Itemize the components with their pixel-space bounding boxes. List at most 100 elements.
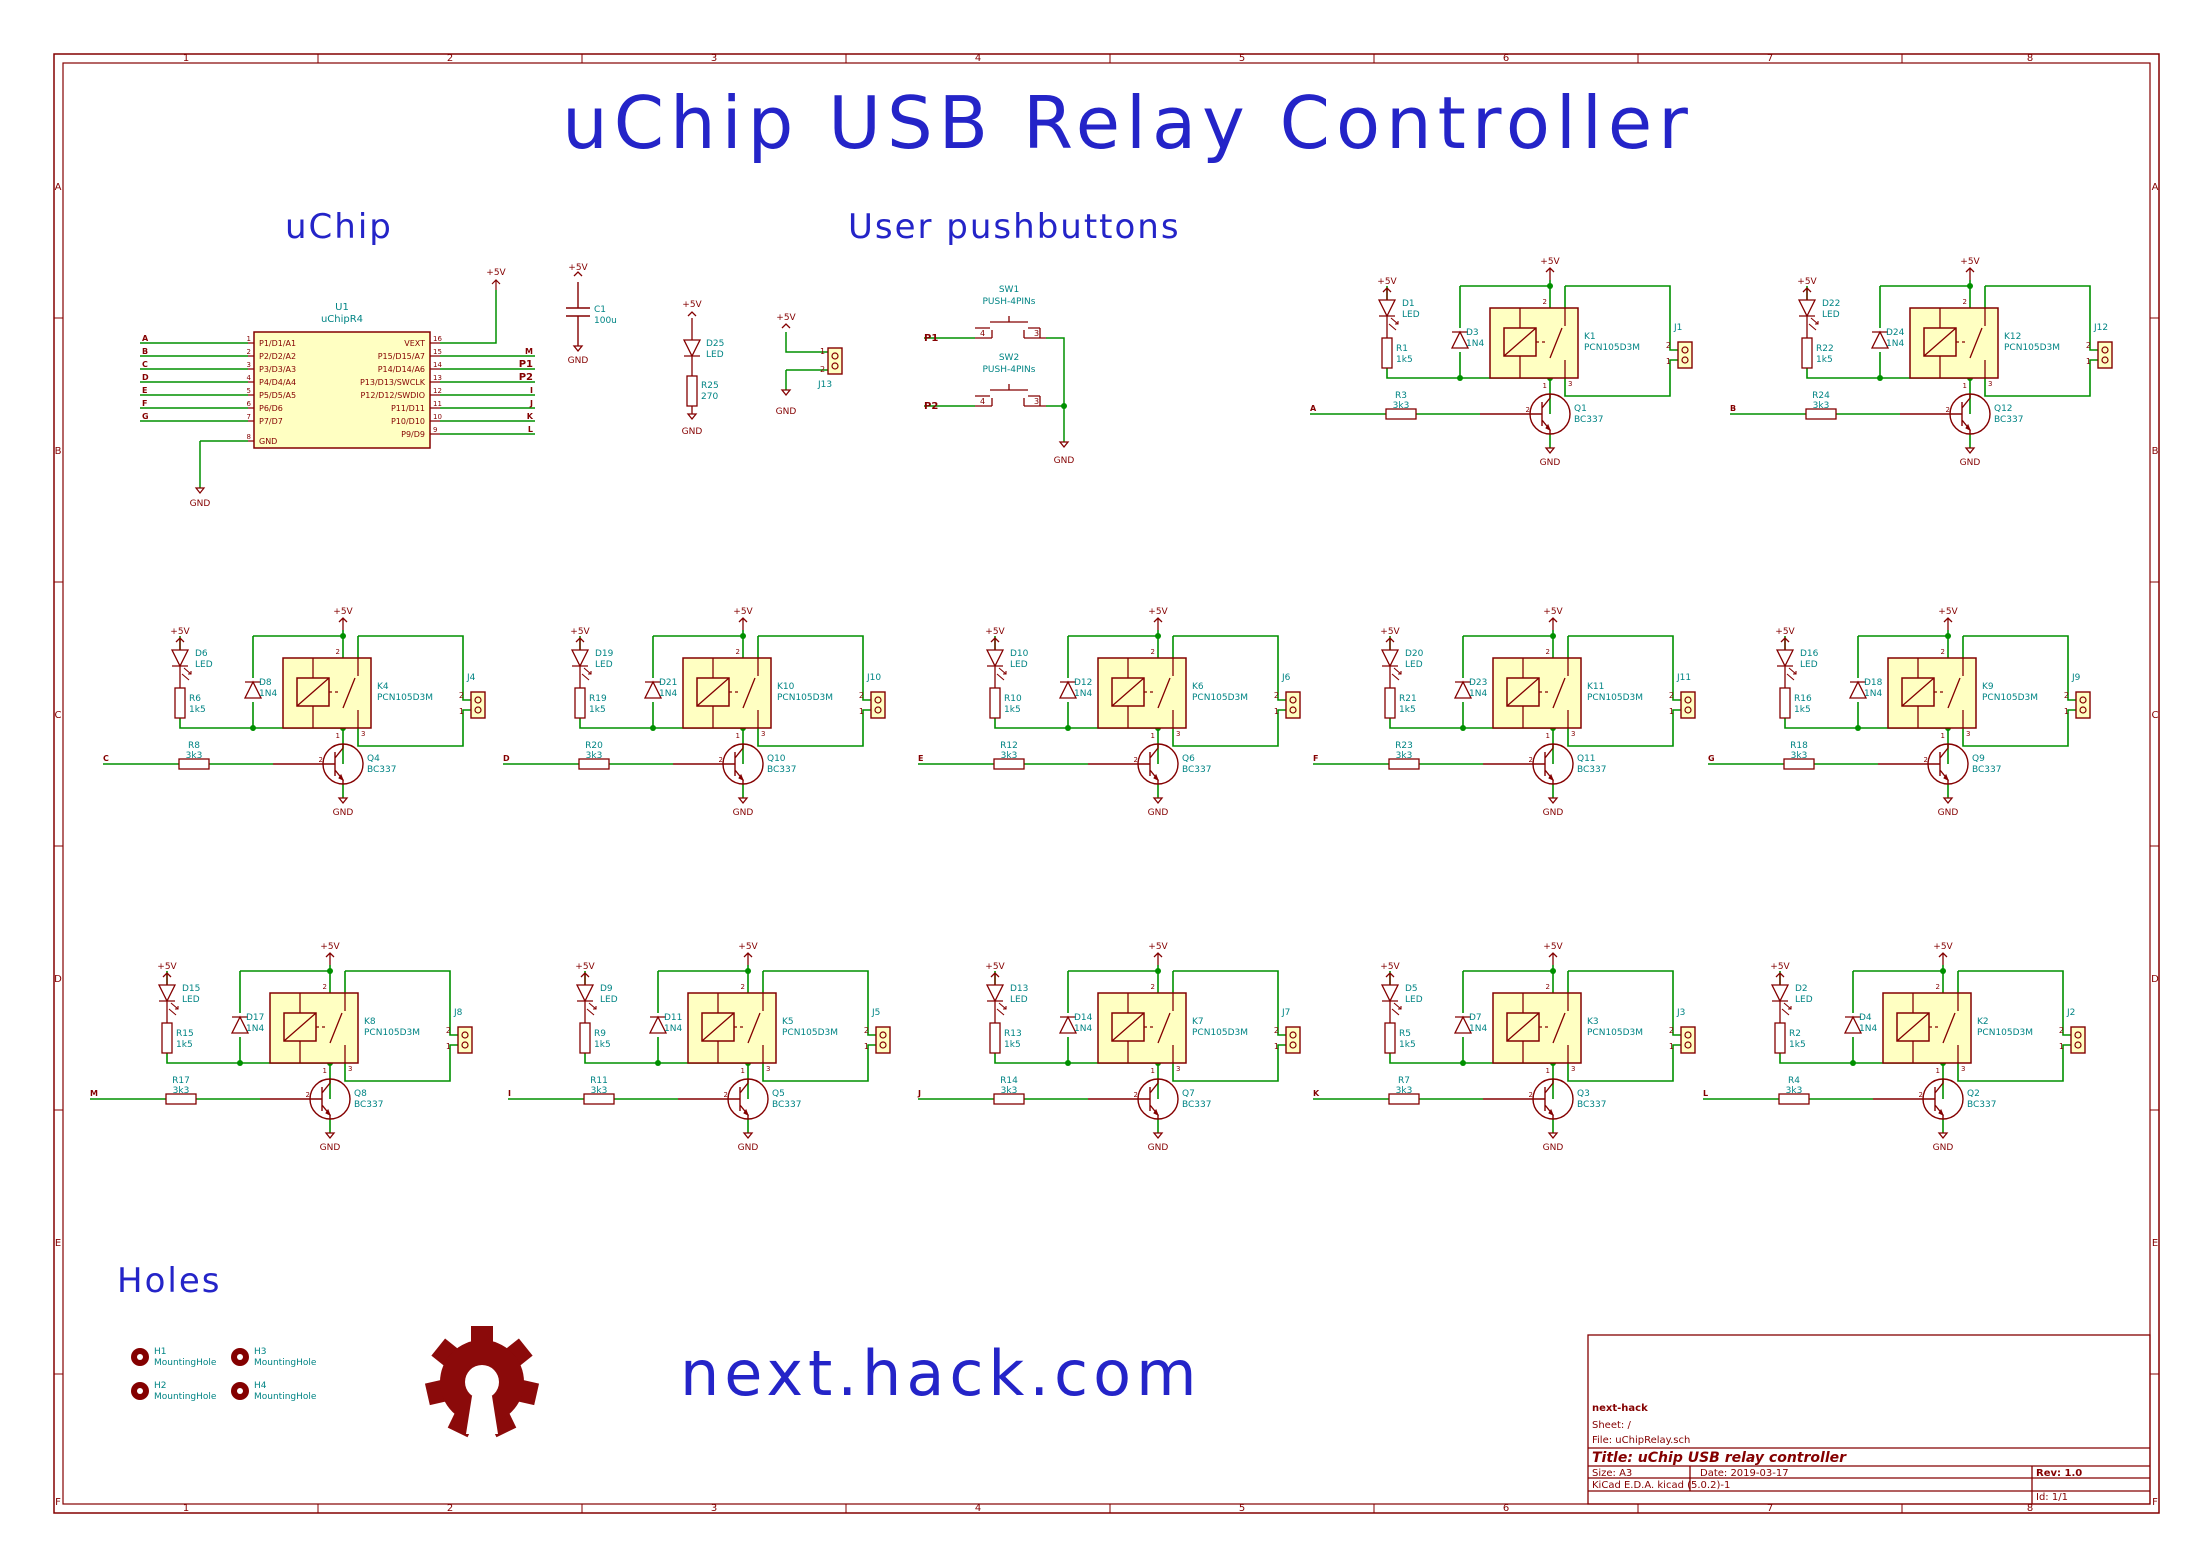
frame-row-label-right: B — [2152, 446, 2159, 457]
transistor-value: BC337 — [1994, 415, 2023, 425]
led-value: LED — [595, 660, 613, 670]
power-led-d25: +5V D25 LED R25 270 GND — [682, 300, 725, 437]
base-resistor-ref: R11 — [590, 1076, 608, 1086]
frame-row-label-right: F — [2152, 1497, 2158, 1508]
relay-channel-symbols — [507, 952, 891, 1139]
relay-vcc-label: +5V — [333, 607, 353, 617]
led-resistor-ref: R21 — [1399, 694, 1417, 704]
control-net-label: F — [1313, 754, 1318, 763]
control-net-label: B — [1730, 404, 1736, 413]
relay-gnd-label: GND — [320, 1143, 341, 1153]
uchip-net-label: M — [525, 347, 533, 356]
relay-pin-label: 1 — [1936, 1067, 1940, 1075]
base-resistor-ref: R7 — [1398, 1076, 1410, 1086]
led-resistor-value: 1k5 — [589, 705, 606, 715]
diode-value: 1N4 — [246, 1024, 264, 1034]
connector-ref: J5 — [871, 1008, 880, 1018]
connector-pin-label: 1 — [1669, 707, 1674, 716]
led-ref: D15 — [182, 984, 200, 994]
relay-pin-label: 2 — [741, 983, 745, 991]
led-ref: D5 — [1405, 984, 1418, 994]
led-value: LED — [600, 995, 618, 1005]
relay-vcc-label: +5V — [1148, 942, 1168, 952]
tb-company: next-hack — [1592, 1403, 1648, 1414]
led-resistor-value: 1k5 — [189, 705, 206, 715]
frame-col-label: 2 — [447, 53, 453, 64]
uchip-net-label: J — [529, 399, 533, 408]
uchip-pin-number: 6 — [247, 400, 252, 408]
led-vcc-label: +5V — [1797, 277, 1817, 287]
relay-gnd-label: GND — [1148, 808, 1169, 818]
tb-title: Title: uChip USB relay controller — [1592, 1450, 1847, 1466]
connector-pin-label: 2 — [2059, 1026, 2064, 1035]
relay-gnd-label: GND — [333, 808, 354, 818]
connector-ref: J11 — [1676, 673, 1691, 683]
frame-row-label: A — [55, 182, 62, 193]
uchip-pin-name: P5/D5/A5 — [259, 391, 296, 400]
tb-file: File: uChipRelay.sch — [1592, 1435, 1690, 1446]
led-value: LED — [1405, 660, 1423, 670]
relay-channel-symbols — [1312, 617, 1696, 804]
frame-col-label: 7 — [1767, 53, 1773, 64]
control-net-label: I — [508, 1089, 511, 1098]
uchip-gnd-label: GND — [190, 499, 211, 509]
transistor-value: BC337 — [1972, 765, 2001, 775]
control-net-label: M — [90, 1089, 98, 1098]
led-ref: D1 — [1402, 299, 1415, 309]
connector-pin-label: 2 — [864, 1026, 869, 1035]
led-value: LED — [1402, 310, 1420, 320]
uchip-net-label: P2 — [519, 372, 533, 383]
connector-ref: J7 — [1281, 1008, 1290, 1018]
open-hardware-gear-icon — [424, 1326, 540, 1438]
diode-ref: D4 — [1859, 1013, 1872, 1023]
diode-value: 1N4 — [664, 1024, 682, 1034]
transistor-pin-label: 2 — [724, 1091, 728, 1099]
uchip-pin-name: P15/D15/A7 — [378, 352, 425, 361]
relay-value: PCN105D3M — [364, 1028, 420, 1038]
base-resistor-value: 3k3 — [591, 1086, 608, 1096]
uchip-net-label: K — [527, 412, 534, 421]
uchip-pin-name: P1/D1/A1 — [259, 339, 296, 348]
transistor-value: BC337 — [1577, 1100, 1606, 1110]
led-resistor-value: 1k5 — [1004, 1040, 1021, 1050]
transistor-ref: Q9 — [1972, 754, 1985, 764]
relay-vcc-label: +5V — [1938, 607, 1958, 617]
led-resistor-value: 1k5 — [1794, 705, 1811, 715]
relay-value: PCN105D3M — [777, 693, 833, 703]
j13-pin-label: 1 — [820, 347, 825, 356]
relay-channel-symbols — [1707, 617, 2091, 804]
relay-channel-symbols — [1309, 267, 1693, 454]
control-net-label: J — [917, 1089, 921, 1098]
relay-pin-label: 2 — [336, 648, 340, 656]
relay-pin-label: 3 — [761, 730, 765, 738]
relay-channel-symbols — [1729, 267, 2113, 454]
relay-vcc-label: +5V — [738, 942, 758, 952]
relay-pin-label: 1 — [336, 732, 340, 740]
relay-vcc-label: +5V — [1540, 257, 1560, 267]
uchip-pin-name: GND — [259, 437, 277, 446]
frame-col-label-bottom: 5 — [1239, 1503, 1245, 1514]
uchip-pin-name: P7/D7 — [259, 417, 283, 426]
frame-col-label-bottom: 7 — [1767, 1503, 1773, 1514]
relay-channel: +5V+5VD13LEDR131k5D141N4K7PCN105D3MJ7212… — [917, 942, 1301, 1153]
transistor-value: BC337 — [1574, 415, 1603, 425]
connector-pin-label: 2 — [459, 691, 464, 700]
uchip-pin-name: P9/D9 — [401, 430, 425, 439]
frame-col-label-bottom: 8 — [2027, 1503, 2033, 1514]
connector-ref: J4 — [466, 673, 476, 683]
relay-pin-label: 3 — [1961, 1065, 1965, 1073]
j13-ref: J13 — [817, 380, 832, 390]
relay-pin-label: 1 — [1941, 732, 1945, 740]
relay-gnd-label: GND — [738, 1143, 759, 1153]
relay-ref: K10 — [777, 682, 795, 692]
transistor-pin-label: 2 — [319, 756, 323, 764]
relay-value: PCN105D3M — [1587, 1028, 1643, 1038]
r25-ref: R25 — [701, 381, 719, 391]
diode-value: 1N4 — [1886, 339, 1904, 349]
diode-ref: D12 — [1074, 678, 1092, 688]
led-resistor-ref: R16 — [1794, 694, 1812, 704]
tb-size: Size: A3 — [1592, 1468, 1632, 1479]
